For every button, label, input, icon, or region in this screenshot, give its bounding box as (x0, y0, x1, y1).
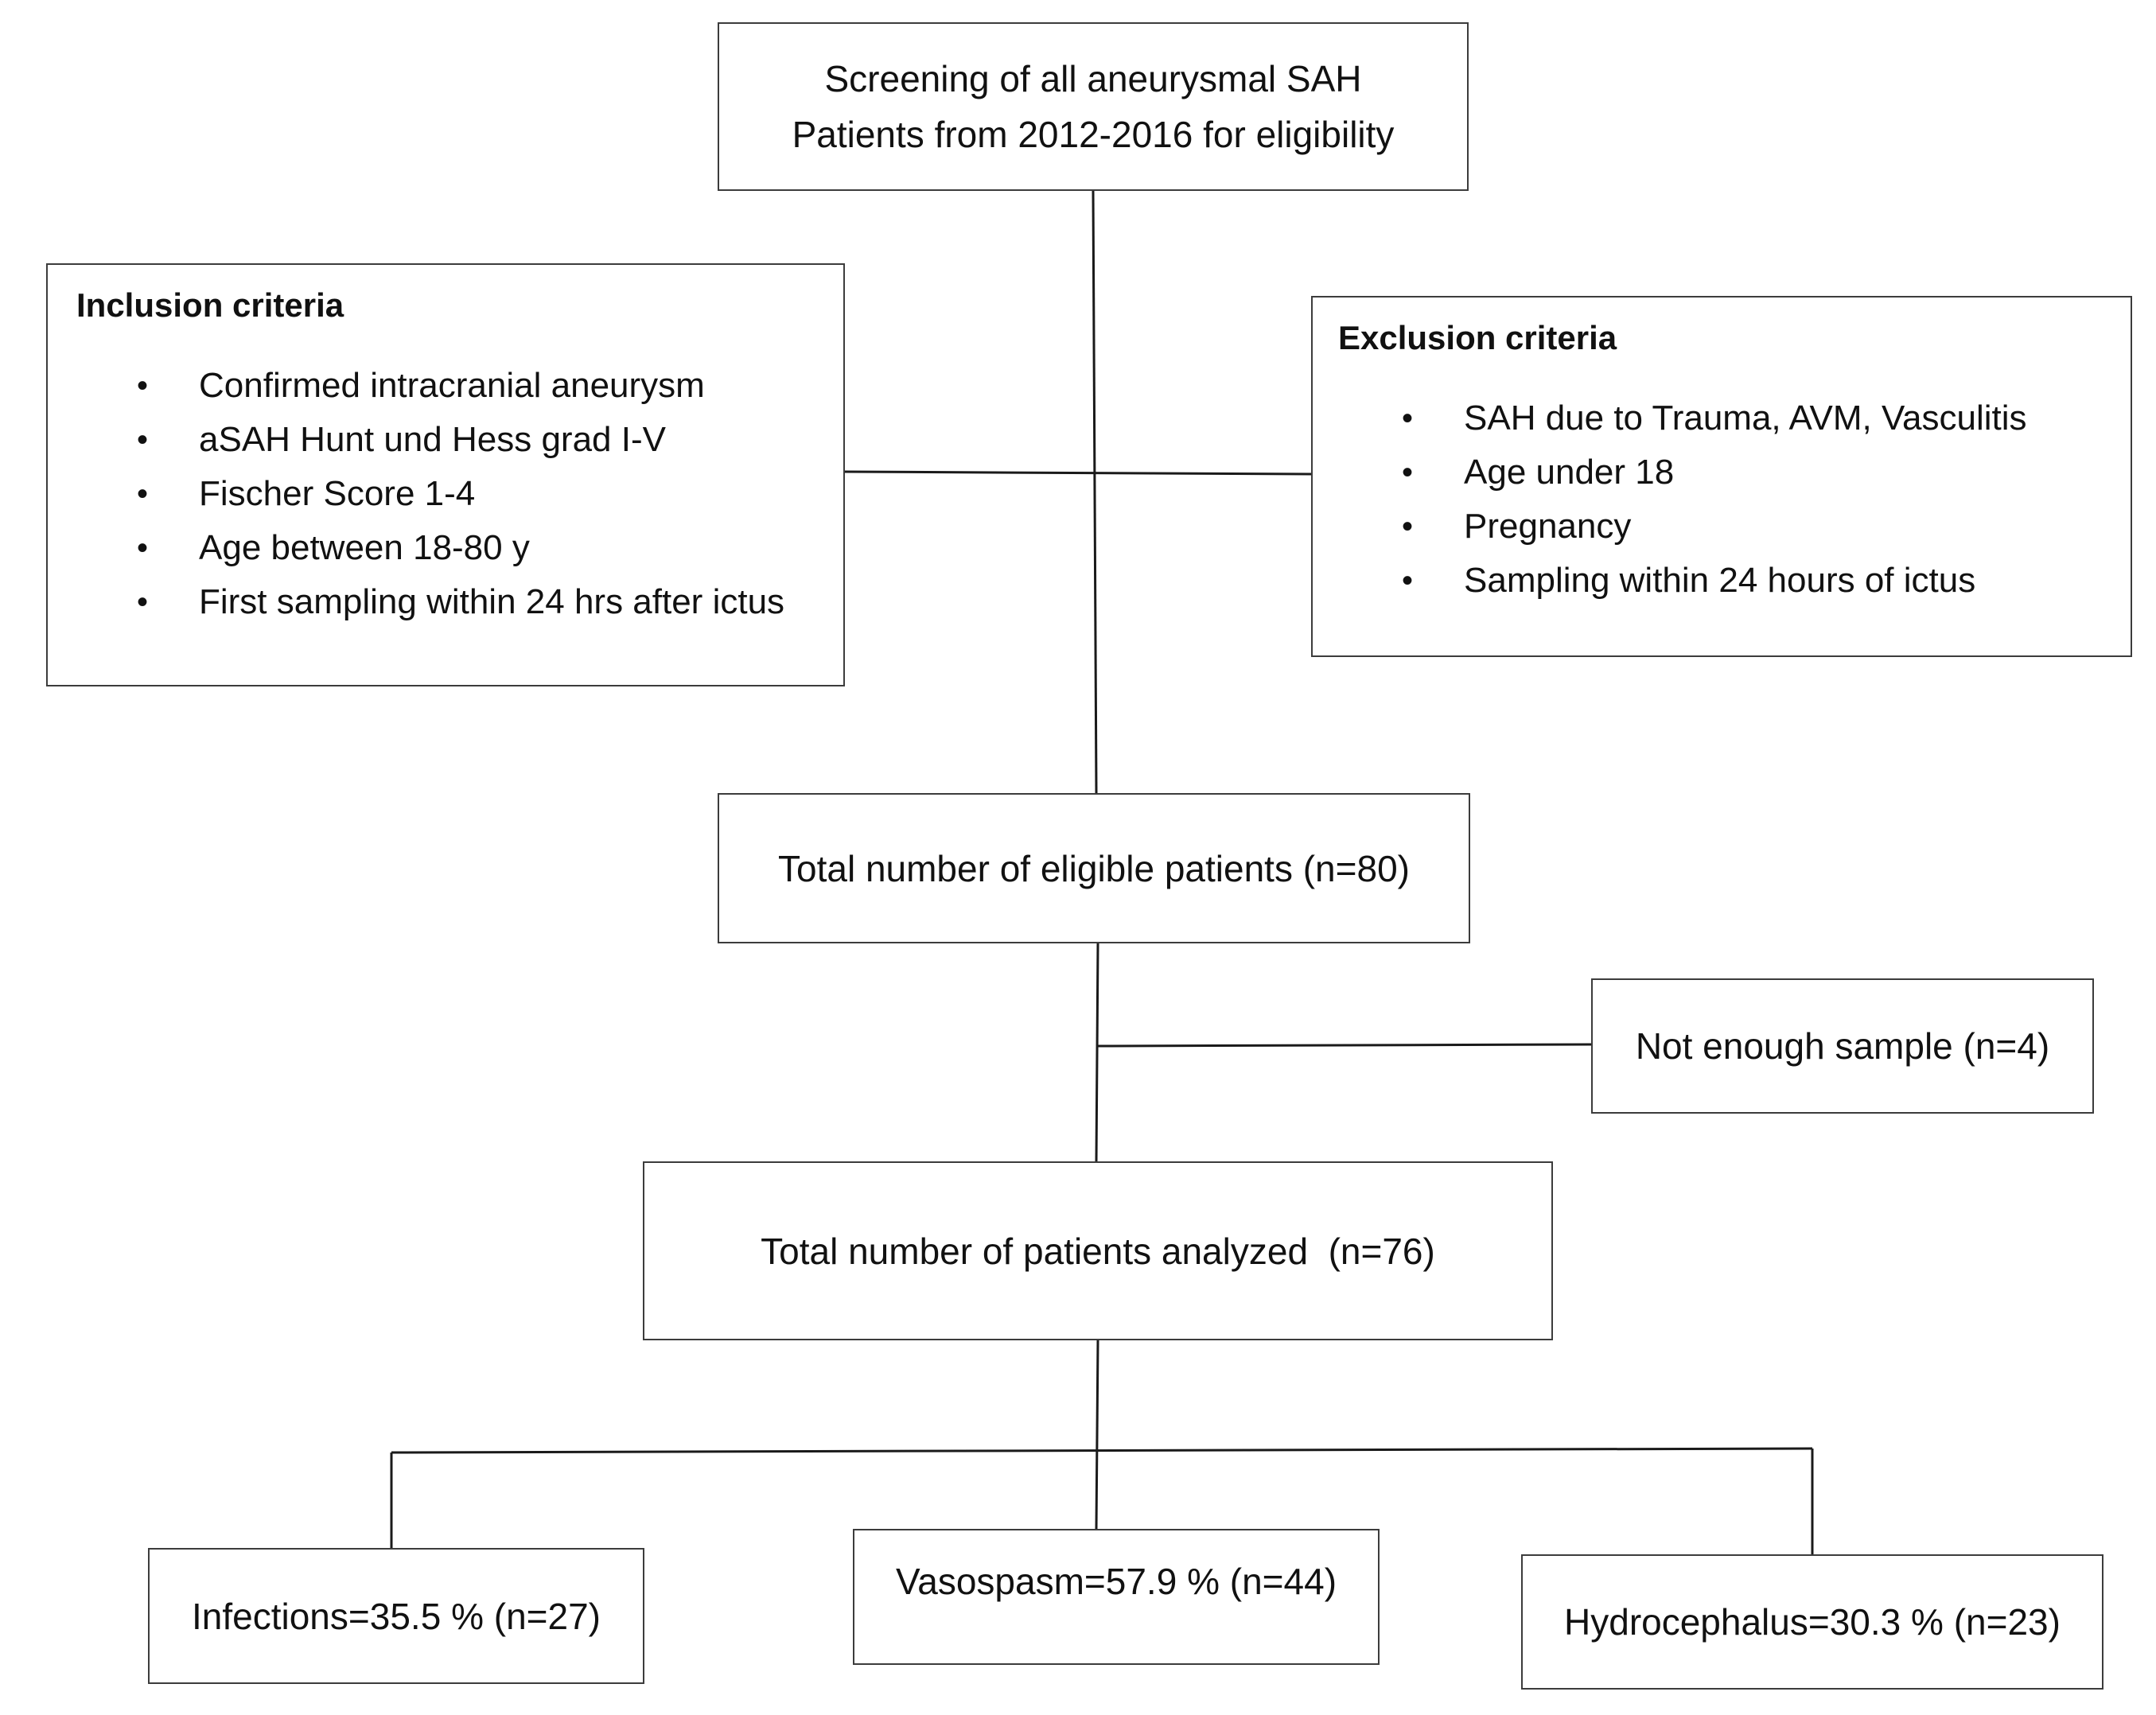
bullet-icon: • (1402, 401, 1414, 436)
exclusion-item-text: Sampling within 24 hours of ictus (1464, 561, 1976, 600)
inclusion-item-text: aSAH Hunt und Hess grad I-V (199, 420, 666, 459)
bullet-icon: • (137, 585, 149, 620)
bullet-icon: • (137, 422, 149, 457)
exclusion-list: • SAH due to Trauma, AVM, Vasculitis • Age… (1313, 391, 2027, 608)
exclusion-item-text: Pregnancy (1464, 507, 1632, 546)
screening-line-2: Patients from 2012-2016 for eligibility (792, 114, 1395, 155)
list-item: • Age under 18 (1313, 445, 2027, 500)
infections-text: Infections=35.5 % (n=27) (192, 1595, 601, 1637)
bullet-icon: • (137, 531, 149, 566)
connector-screening-to-eligible (1092, 190, 1098, 794)
connector-criteria-horizontal (844, 470, 1312, 476)
vasospasm-text: Vasospasm=57.9 % (n=44) (895, 1560, 1337, 1602)
list-item: • Age between 18-80 y (48, 521, 784, 575)
connector-to-not-enough (1096, 1043, 1592, 1048)
connector-outcomes-horizontal (391, 1447, 1813, 1454)
list-item: • Sampling within 24 hours of ictus (1313, 554, 2027, 608)
screening-box: Screening of all aneurysmal SAH Patients… (718, 22, 1469, 191)
list-item: • SAH due to Trauma, AVM, Vasculitis (1313, 391, 2027, 445)
inclusion-item-text: Age between 18-80 y (199, 528, 530, 567)
exclusion-title: Exclusion criteria (1338, 319, 1617, 356)
patients-analyzed-box: Total number of patients analyzed (n=76) (643, 1161, 1553, 1340)
inclusion-criteria-box: Inclusion criteria • Confirmed intracrani… (46, 263, 845, 686)
exclusion-item-text: SAH due to Trauma, AVM, Vasculitis (1464, 399, 2027, 438)
exclusion-item-text: Age under 18 (1464, 453, 1675, 492)
eligible-text: Total number of eligible patients (n=80) (778, 847, 1410, 889)
list-item: • Fischer Score 1-4 (48, 467, 784, 521)
list-item: • First sampling within 24 hrs after ictu… (48, 575, 784, 629)
list-item: • Confirmed intracranial aneurysm (48, 359, 784, 413)
screening-line-1: Screening of all aneurysmal SAH (824, 58, 1362, 99)
bullet-icon: • (137, 476, 149, 511)
exclusion-criteria-box: Exclusion criteria • SAH due to Trauma, A… (1311, 296, 2132, 657)
connector-eligible-to-analyzed (1095, 943, 1099, 1162)
hydrocephalus-text: Hydrocephalus=30.3 % (n=23) (1564, 1601, 2061, 1643)
eligible-patients-box: Total number of eligible patients (n=80) (718, 793, 1470, 943)
not-enough-text: Not enough sample (n=4) (1635, 1025, 2050, 1067)
bullet-icon: • (137, 368, 149, 403)
not-enough-sample-box: Not enough sample (n=4) (1591, 978, 2094, 1114)
list-item: • Pregnancy (1313, 500, 2027, 554)
inclusion-item-text: First sampling within 24 hrs after ictus (199, 582, 785, 621)
analyzed-text: Total number of patients analyzed (n=76) (761, 1230, 1435, 1272)
bullet-icon: • (1402, 509, 1414, 544)
inclusion-item-text: Confirmed intracranial aneurysm (199, 366, 705, 405)
bullet-icon: • (1402, 563, 1414, 598)
hydrocephalus-box: Hydrocephalus=30.3 % (n=23) (1521, 1554, 2103, 1690)
connector-analyzed-down (1095, 1340, 1099, 1530)
inclusion-list: • Confirmed intracranial aneurysm • aSAH H… (48, 359, 784, 629)
inclusion-title: Inclusion criteria (76, 286, 344, 324)
bullet-icon: • (1402, 455, 1414, 490)
list-item: • aSAH Hunt und Hess grad I-V (48, 413, 784, 467)
infections-box: Infections=35.5 % (n=27) (148, 1548, 644, 1684)
vasospasm-box: Vasospasm=57.9 % (n=44) (853, 1529, 1380, 1665)
inclusion-item-text: Fischer Score 1-4 (199, 474, 476, 513)
